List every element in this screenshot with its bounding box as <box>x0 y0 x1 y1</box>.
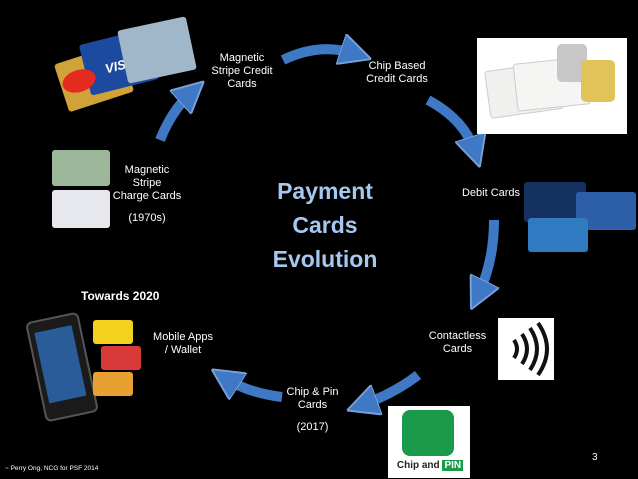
charge-cards-image <box>52 150 110 230</box>
label-mobile: Mobile Apps / Wallet <box>153 331 213 356</box>
towards-2020-label: Towards 2020 <box>81 289 160 303</box>
chip-cards-image <box>477 38 627 134</box>
label-contactless: Contactless Cards <box>428 330 487 355</box>
arrow-credit-to-chip <box>280 49 356 60</box>
label-chip-pin: Chip & Pin Cards (2017) <box>286 386 339 433</box>
arrow-chippin-to-mobile <box>225 378 283 402</box>
arrow-charge-to-credit <box>155 92 192 142</box>
mobile-wallet-image <box>24 310 147 423</box>
label-charge: Magnetic Stripe Charge Cards (1970s) <box>112 164 182 224</box>
arrow-contactless-to-chippin <box>362 371 422 405</box>
page-number: 3 <box>592 452 598 463</box>
arrow-chip-to-debit <box>425 95 475 152</box>
contactless-icon <box>498 318 554 380</box>
label-magnetic-credit: Magnetic Stripe Credit Cards <box>211 52 273 90</box>
slide-title: Payment Cards Evolution <box>272 178 378 272</box>
debit-cards-image <box>524 178 636 252</box>
credit-cards-image: VISA <box>50 16 198 118</box>
chip-and-pin-logo: Chip and PIN <box>388 406 470 478</box>
label-chip-based: Chip Based Credit Cards <box>366 60 428 85</box>
arrow-debit-to-contactless <box>478 219 494 295</box>
footer-credit: ~ Perry Ong, NCG for PSF 2014 <box>5 465 99 472</box>
label-debit: Debit Cards <box>461 187 521 199</box>
